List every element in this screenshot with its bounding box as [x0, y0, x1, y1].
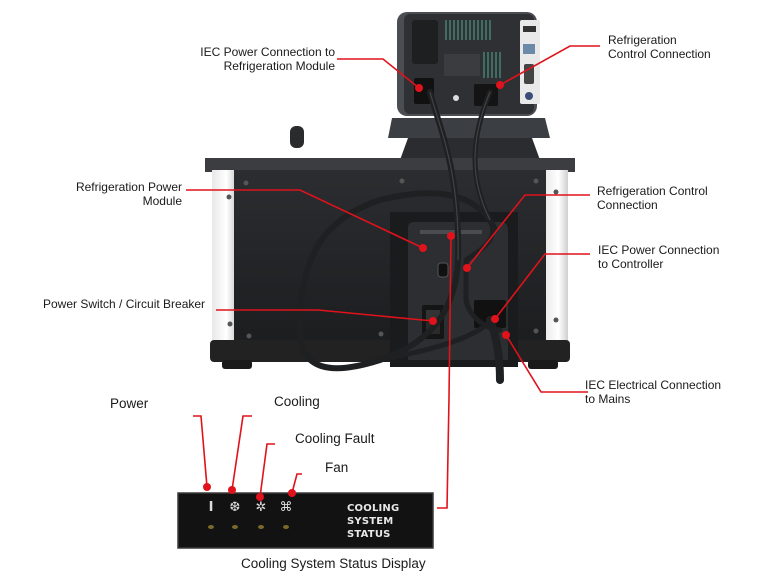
indicator-label-fan: Fan	[325, 460, 349, 475]
callout-refrig-power-module: Refrigeration Power Module	[40, 180, 182, 208]
callout-line: Module	[142, 194, 182, 208]
panel-line: COOLING	[347, 503, 400, 514]
controller-unit	[388, 12, 550, 160]
callout-line: Control Connection	[608, 47, 711, 61]
bath-body	[205, 126, 575, 369]
callout-line: to Mains	[585, 392, 631, 406]
callout-line: to Controller	[598, 257, 664, 271]
callout-line: IEC Electrical Connection	[585, 378, 722, 392]
callout-iec-power-controller: IEC Power Connection to Controller	[598, 243, 719, 271]
indicator-leds	[208, 525, 289, 529]
callout-line: IEC Power Connection	[598, 243, 720, 257]
power-led	[208, 525, 214, 529]
panel-line: STATUS	[347, 529, 391, 540]
snowflake-fault-icon: ✲	[255, 500, 267, 515]
cooling-led	[232, 525, 238, 529]
snowflake-icon: ❆	[229, 500, 241, 515]
status-display-panel	[177, 492, 434, 549]
panel-text: COOLING SYSTEM STATUS	[347, 502, 399, 541]
callout-refrig-control-top: Refrigeration Control Connection	[608, 33, 711, 61]
indicator-label-cooling: Cooling	[274, 394, 320, 409]
fan-led	[283, 525, 289, 529]
indicator-label-cooling-fault: Cooling Fault	[295, 431, 375, 446]
status-display-caption: Cooling System Status Display	[241, 556, 426, 571]
panel-line: SYSTEM	[347, 516, 394, 527]
callout-line: Refrigeration	[608, 33, 677, 47]
power-bar-icon: I	[208, 500, 214, 515]
callout-line: IEC Power Connection to	[200, 45, 335, 59]
callout-line: Refrigeration Control	[597, 184, 708, 198]
callout-line: Refrigeration Module	[223, 59, 335, 73]
callout-line: Power Switch / Circuit Breaker	[43, 297, 206, 311]
cooling-fault-led	[258, 525, 264, 529]
callout-dots	[203, 81, 510, 501]
callout-line: Connection	[597, 198, 658, 212]
callout-power-switch: Power Switch / Circuit Breaker	[43, 297, 205, 311]
callout-refrig-control-mid: Refrigeration Control Connection	[597, 184, 708, 212]
fan-icon: ⌘	[279, 500, 293, 515]
leader-lines	[186, 45, 600, 509]
callout-iec-mains: IEC Electrical Connection to Mains	[585, 378, 721, 406]
callout-line: Refrigeration Power	[75, 180, 182, 194]
callout-iec-power-refrig-module: IEC Power Connection to Refrigeration Mo…	[180, 45, 335, 73]
indicator-label-power: Power	[110, 396, 149, 411]
